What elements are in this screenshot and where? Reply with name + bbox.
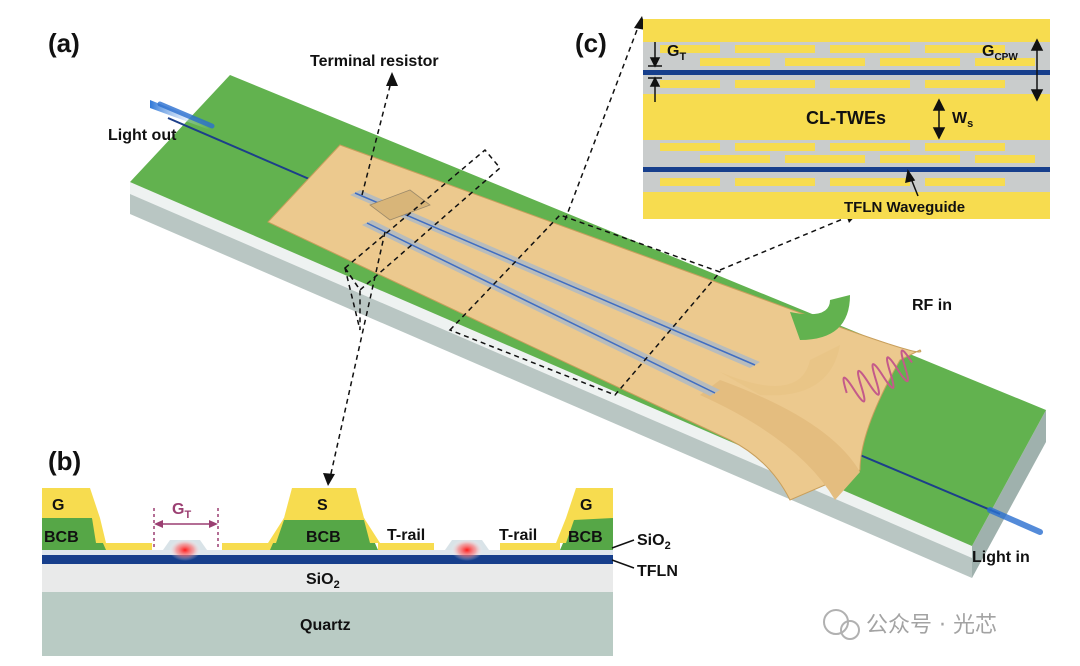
chip-right-face <box>972 410 1046 578</box>
gt-gap-arrowhead-right <box>209 520 218 528</box>
optical-mode-left <box>169 539 201 561</box>
watermark: 公众号 · 光芯 <box>823 609 997 640</box>
inset-top-view: (c) GT GCPW CL-TWEs Ws TFLN Waveguide <box>575 19 1050 219</box>
rf-in-label: RF in <box>912 297 952 314</box>
light-in-label: Light in <box>972 549 1030 566</box>
t-rail-left-label: T-rail <box>387 527 425 544</box>
inset-trails-upper <box>660 45 1035 88</box>
sio2-top-pointer <box>611 539 635 549</box>
trail-s-left <box>222 543 274 550</box>
gt-gap-marker <box>153 508 219 550</box>
inset-trails-lower <box>660 143 1035 186</box>
bcb-center-label: BCB <box>306 529 341 546</box>
gt-arrowhead-top <box>649 57 661 68</box>
zoom-region <box>448 214 722 396</box>
tfln-layer <box>42 555 613 564</box>
bcb-left-block <box>42 518 106 550</box>
trail-s-right <box>378 543 434 550</box>
inset-dimensions <box>648 38 1044 197</box>
gcpw-arrowhead-bottom <box>1030 89 1044 102</box>
inset-waveguide-upper <box>643 70 1050 75</box>
tfln-label: TFLN <box>637 563 678 580</box>
trail-g-right <box>500 543 560 550</box>
light-in-beam-core <box>987 507 1043 535</box>
cl-twes-label: CL-TWEs <box>806 108 886 128</box>
waveguide-pointer-head <box>905 169 916 184</box>
watermark-text: 公众号 · 光芯 <box>866 613 997 638</box>
device-3d-view: (a) Terminal resistor Light out Light in… <box>48 16 1046 578</box>
waveguide-arm-upper <box>354 192 756 366</box>
cross-section: GT (b) G S G BCB BCB BCB T-rail T-rail S… <box>42 446 678 656</box>
gt-label: GT <box>667 43 686 63</box>
light-out-label: Light out <box>108 127 177 144</box>
cross-section-leader <box>329 231 386 479</box>
arrowhead-terminal <box>386 72 398 86</box>
ground-cutout <box>790 295 850 340</box>
callout-lines <box>329 21 851 479</box>
bcb-right-label: BCB <box>568 529 603 546</box>
g-right-label: G <box>580 497 592 514</box>
electrode-curve-inner <box>720 345 840 396</box>
electrode-s <box>268 488 380 543</box>
gt-gap-label: GT <box>172 501 191 521</box>
g-left-label: G <box>52 497 64 514</box>
inset-waveguide-lower <box>643 167 1050 172</box>
terminal-resistor-pad <box>369 189 431 221</box>
electrode-curve-outer <box>700 380 860 500</box>
waveguide-arm-lower <box>366 222 716 394</box>
sio2-layer <box>42 564 613 592</box>
inset-c-leader-bottom <box>719 215 851 271</box>
bcb-center-block <box>270 518 378 550</box>
panel-label-a: (a) <box>48 28 80 58</box>
gt-arrowhead-bottom <box>649 76 661 87</box>
optical-waveguide-out <box>167 117 331 189</box>
electrode-g-right <box>556 488 613 543</box>
optical-mode-right <box>451 539 483 561</box>
sio2-top-label: SiO2 <box>637 532 671 552</box>
ws-arrowhead-top <box>932 98 946 111</box>
ws-label: Ws <box>952 110 973 130</box>
cut-plane-b <box>344 267 361 331</box>
rf-input-wave <box>842 349 913 403</box>
terminal-resistor-leader <box>361 77 393 196</box>
bcb-left-label: BCB <box>44 529 79 546</box>
tfln-pointer <box>611 559 635 569</box>
t-rail-right-label: T-rail <box>499 527 537 544</box>
sio2-cladding <box>42 550 613 555</box>
trail-g-left <box>100 543 152 550</box>
gt-gap-arrowhead-left <box>154 520 163 528</box>
gcpw-arrowhead-top <box>1030 38 1044 51</box>
arrowhead-cross-section <box>323 473 335 486</box>
quartz-label: Quartz <box>300 617 351 634</box>
quartz-layer <box>42 592 613 656</box>
ws-arrowhead-bottom <box>932 127 946 140</box>
tfln-waveguide-label: TFLN Waveguide <box>844 199 965 216</box>
terminal-resistor-label: Terminal resistor <box>310 53 439 70</box>
gcpw-label: GCPW <box>982 43 1018 63</box>
light-out-beam-core <box>157 101 215 129</box>
wechat-icon-bubble <box>840 620 860 640</box>
panel-label-b: (b) <box>48 446 81 476</box>
s-label: S <box>317 497 328 514</box>
sio2-label: SiO2 <box>306 571 340 591</box>
electrode-g-left <box>42 488 106 543</box>
bcb-right-block <box>560 518 613 550</box>
optical-waveguide-in <box>859 454 1001 515</box>
panel-label-c: (c) <box>575 28 607 58</box>
